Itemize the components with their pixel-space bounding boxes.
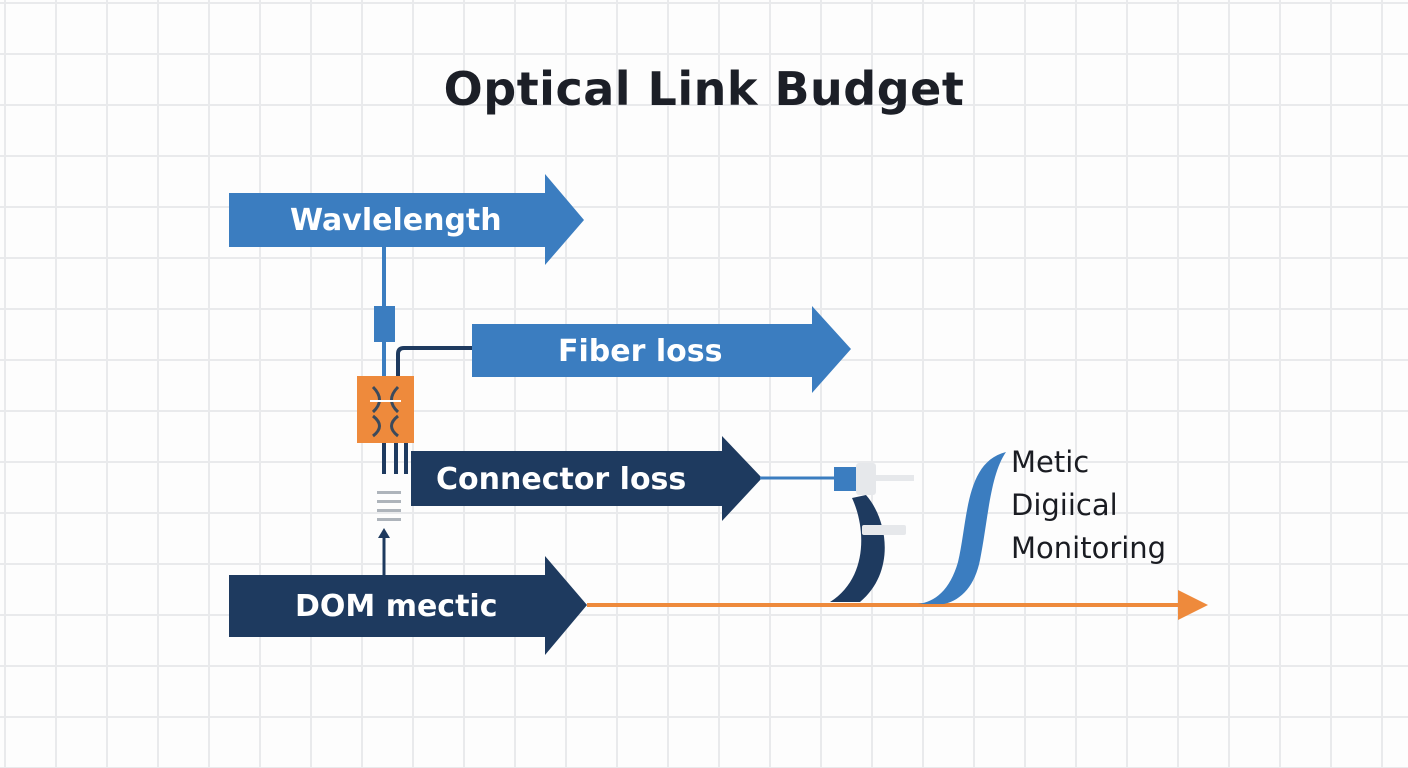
side-label-line1: Metic xyxy=(1011,445,1089,479)
inline-coupler-block xyxy=(374,306,395,342)
dom-feed-arrowhead xyxy=(378,528,390,538)
connector-fiber-loop xyxy=(830,495,885,602)
fiber-loss-arrow: Fiber loss xyxy=(472,306,851,393)
monitoring-ribbon xyxy=(918,452,1006,604)
dom-metric-arrow: DOM mectic xyxy=(229,556,587,655)
fiber-connector-icon xyxy=(834,463,914,495)
connector-loss-label: Connector loss xyxy=(436,462,686,497)
fiber-branch-line xyxy=(396,346,472,376)
wavelength-label: Wavlelength xyxy=(290,203,502,238)
loop-clip xyxy=(862,525,906,535)
side-label-line2: Digiical xyxy=(1011,488,1118,522)
splitter-icon xyxy=(357,376,414,443)
fiber-loss-label: Fiber loss xyxy=(558,334,722,369)
spring-icon xyxy=(377,491,401,521)
side-label-line3: Monitoring xyxy=(1011,531,1166,565)
connector-loss-arrow: Connector loss xyxy=(411,436,762,521)
dom-metric-label: DOM mectic xyxy=(295,589,498,624)
diagram-title: Optical Link Budget xyxy=(443,62,965,116)
dom-output-arrowhead xyxy=(1178,590,1208,620)
wavelength-arrow: Wavlelength xyxy=(229,174,584,265)
